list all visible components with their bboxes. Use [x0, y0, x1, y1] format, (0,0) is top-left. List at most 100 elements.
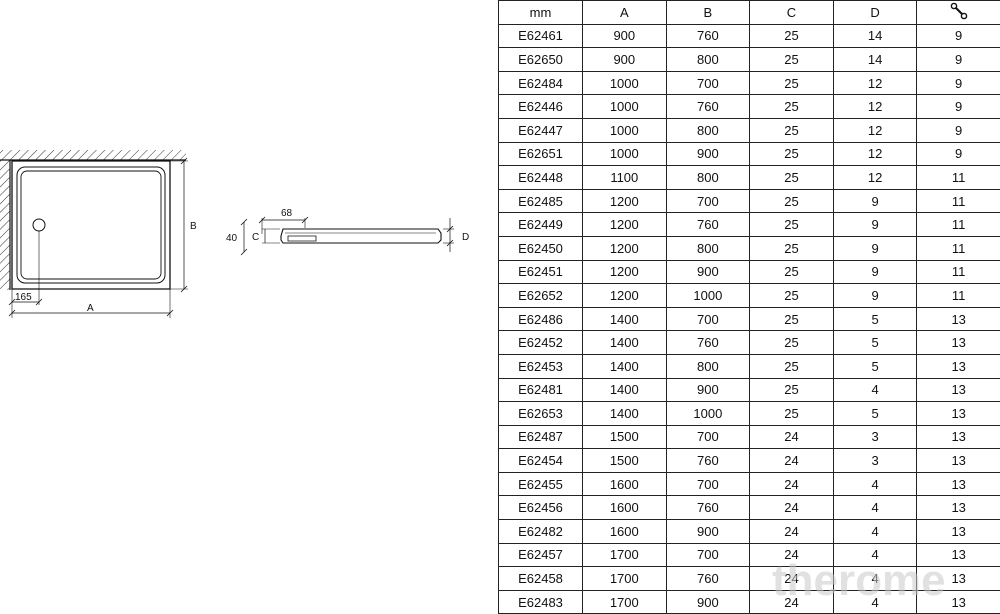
table-cell: 760	[665, 330, 751, 355]
table-cell: 13	[916, 401, 1000, 426]
drain-icon	[32, 218, 46, 232]
label-165: 165	[15, 292, 32, 303]
table-cell: 13	[916, 589, 1000, 614]
table-cell: 25	[749, 259, 834, 285]
table-cell: 25	[749, 401, 834, 426]
table-cell: 24	[749, 566, 834, 591]
table-cell: 5	[832, 306, 918, 332]
technical-drawing: B A 165 68 40 C	[0, 150, 469, 318]
table-cell: 9	[832, 235, 918, 261]
table-cell: 900	[665, 259, 751, 285]
table-cell: 1200	[582, 259, 667, 285]
tray-section-profile	[280, 228, 442, 244]
table-cell: 13	[916, 330, 1000, 355]
table-cell: E62457	[498, 542, 583, 568]
table-cell: 700	[665, 188, 751, 214]
table-cell: 700	[665, 542, 751, 568]
table-cell: 1200	[582, 283, 667, 308]
table-cell: E62447	[498, 117, 583, 143]
table-cell: 1100	[582, 165, 667, 190]
table-cell: E62487	[498, 424, 583, 450]
table-cell: 4	[832, 589, 918, 614]
label-68: 68	[281, 208, 293, 219]
header-a: A	[582, 0, 667, 25]
table-cell: 760	[665, 566, 751, 591]
table-cell: 13	[916, 353, 1000, 379]
table-cell: 25	[749, 141, 834, 167]
table-cell: E62451	[498, 259, 583, 285]
table-cell: 9	[916, 94, 1000, 119]
table-cell: 700	[665, 306, 751, 332]
label-40: 40	[226, 233, 238, 244]
table-cell: E62452	[498, 330, 583, 355]
table-cell: 5	[832, 353, 918, 379]
table-cell: 1400	[582, 377, 667, 403]
table-cell: 11	[916, 259, 1000, 285]
table-cell: E62483	[498, 589, 583, 614]
table-cell: 24	[749, 542, 834, 568]
tray-outer-rim	[16, 166, 166, 284]
table-cell: 9	[832, 259, 918, 285]
table-cell: 1000	[582, 70, 667, 96]
header-c: C	[749, 0, 834, 25]
table-cell: 25	[749, 353, 834, 379]
table-cell: 9	[916, 47, 1000, 72]
table-cell: 1000	[582, 117, 667, 143]
table-cell: 24	[749, 471, 834, 497]
table-cell: 25	[749, 212, 834, 237]
table-cell: 4	[832, 542, 918, 568]
table-cell: 13	[916, 377, 1000, 403]
table-cell: 700	[665, 70, 751, 96]
table-cell: 760	[665, 448, 751, 473]
table-cell: E62652	[498, 283, 583, 308]
table-cell: 24	[749, 519, 834, 544]
table-cell: 25	[749, 23, 834, 49]
table-cell: 1000	[582, 141, 667, 167]
table-cell: 4	[832, 471, 918, 497]
table-cell: 13	[916, 424, 1000, 450]
table-cell: 700	[665, 424, 751, 450]
table-cell: 9	[916, 117, 1000, 143]
table-cell: 760	[665, 495, 751, 521]
table-cell: 1600	[582, 471, 667, 497]
table-cell: 13	[916, 448, 1000, 473]
table-cell: E62485	[498, 188, 583, 214]
table-cell: 13	[916, 306, 1000, 332]
table-cell: 800	[665, 117, 751, 143]
table-cell: 25	[749, 47, 834, 72]
table-cell: 12	[832, 117, 918, 143]
table-cell: 25	[749, 330, 834, 355]
table-cell: 900	[582, 47, 667, 72]
label-d: D	[462, 232, 469, 243]
table-cell: 13	[916, 495, 1000, 521]
table-cell: 12	[832, 141, 918, 167]
table-cell: 9	[916, 141, 1000, 167]
table-cell: 900	[582, 23, 667, 49]
table-cell: 25	[749, 283, 834, 308]
table-cell: 1400	[582, 353, 667, 379]
table-cell: 900	[665, 519, 751, 544]
table-cell: E62482	[498, 519, 583, 544]
table-cell: 4	[832, 377, 918, 403]
table-cell: 1600	[582, 495, 667, 521]
table-cell: 3	[832, 424, 918, 450]
table-cell: 900	[665, 141, 751, 167]
table-cell: 1400	[582, 330, 667, 355]
table-cell: 12	[832, 94, 918, 119]
table-cell: 800	[665, 165, 751, 190]
